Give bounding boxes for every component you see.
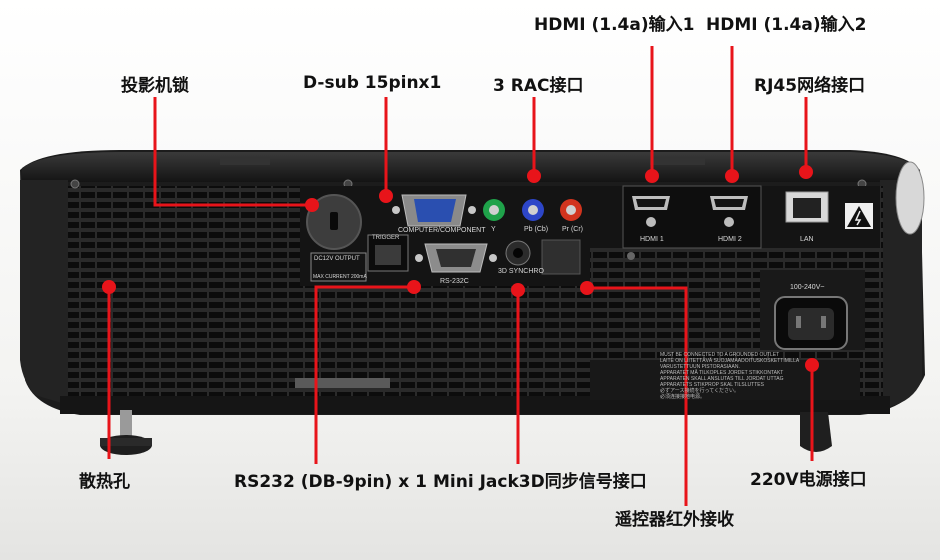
callout-dot-power <box>805 358 819 372</box>
label-rs232: RS232 (DB-9pin) x 1 <box>234 472 427 492</box>
callout-dot-hdmi2 <box>725 169 739 183</box>
rca-jacks <box>483 199 582 221</box>
warning-line: APPARATETS STIKPROP SKAL TILSLUTTES <box>660 382 764 388</box>
warning-line: 必ずアース接続を行ってください。 <box>660 388 740 394</box>
warning-line: APPARATET MÅ TILKOPLES JORDET STIKKONTAK… <box>660 370 784 376</box>
callout-dot-dsub <box>379 189 393 203</box>
vga-port <box>392 194 476 227</box>
label-vent: 散热孔 <box>79 472 130 492</box>
hdmi1-caption: HDMI 1 <box>640 236 664 243</box>
callout-dots <box>102 165 819 372</box>
rca-pr-caption: Pr (Cr) <box>562 226 583 233</box>
label-minijack: Mini Jack3D同步信号接口 <box>433 472 647 492</box>
power-rating-caption: 100-240V~ <box>790 284 825 291</box>
computer-component-caption: COMPUTER/COMPONENT <box>398 227 486 234</box>
ir-receiver-window <box>541 239 581 275</box>
callout-dot-rj45 <box>799 165 813 179</box>
kensington-lock <box>306 194 362 250</box>
callout-lines <box>107 46 814 506</box>
label-hdmi2: HDMI (1.4a)输入2 <box>706 15 867 35</box>
3d-synchro-jack <box>505 240 531 266</box>
warning-triangle-icon <box>845 203 873 229</box>
trigger-jack <box>310 234 409 282</box>
foot-right <box>800 412 832 452</box>
rs232-port <box>415 243 497 273</box>
rs232c-caption: RS-232C <box>440 278 469 285</box>
warning-line: LAITE ON LIITETTÄVÄ SUOJAMAADOITUSKOSKET… <box>660 358 800 364</box>
label-power: 220V电源接口 <box>750 470 867 490</box>
trigger-caption: TRIGGER <box>372 235 400 241</box>
dc12v-caption: DC12V OUTPUT <box>314 256 360 262</box>
label-rca: 3 RAC接口 <box>493 76 584 96</box>
label-rj45: RJ45网络接口 <box>754 76 866 96</box>
callout-dot-rca <box>527 169 541 183</box>
warning-line: APPARATEN SKALL ANSLUTAS TILL JORDAT UTT… <box>660 376 784 382</box>
warning-line: MUST BE CONNECTED TO A GROUNDED OUTLET <box>660 352 780 358</box>
warning-line: 必须连接接地电源。 <box>660 394 706 400</box>
callout-dot-ir <box>580 281 594 295</box>
hdmi-ports <box>622 185 762 260</box>
3d-synchro-caption: 3D SYNCHRO <box>498 268 544 275</box>
label-dsub: D-sub 15pinx1 <box>303 73 442 93</box>
adjustable-foot-left <box>100 410 152 455</box>
callout-dot-minijack <box>511 283 525 297</box>
warning-line: VARUSTETTUUN PISTORASIAAN. <box>660 364 740 370</box>
callout-dot-rs232 <box>407 280 421 294</box>
callout-dot-lock <box>305 198 319 212</box>
rj45-port <box>785 191 829 223</box>
rca-pb-caption: Pb (Cb) <box>524 226 549 233</box>
callout-dot-hdmi1 <box>645 169 659 183</box>
label-hdmi1: HDMI (1.4a)输入1 <box>534 15 695 35</box>
label-ir: 遥控器红外接收 <box>615 510 734 530</box>
hdmi2-caption: HDMI 2 <box>718 236 742 243</box>
power-inlet <box>774 296 848 350</box>
max-current-caption: MAX CURRENT 200mA <box>313 274 367 280</box>
callout-dot-vent <box>102 280 116 294</box>
lan-caption: LAN <box>800 236 814 243</box>
rca-y-caption: Y <box>491 226 496 233</box>
label-projector-lock: 投影机锁 <box>121 76 189 96</box>
